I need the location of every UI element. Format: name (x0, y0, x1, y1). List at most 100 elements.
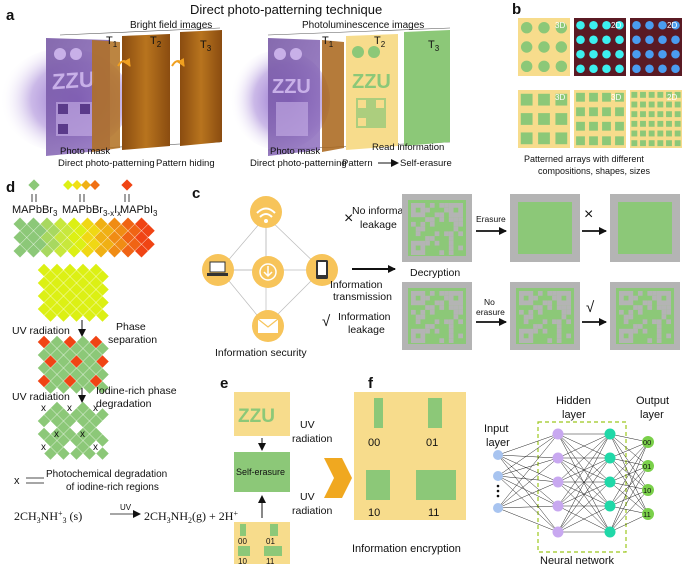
pattern-dot (555, 41, 568, 53)
qr-module (566, 309, 571, 315)
pattern-dot (671, 35, 680, 45)
qr-module (542, 300, 548, 306)
qr-module (434, 328, 440, 334)
qr-module (448, 305, 454, 310)
qr-module (656, 338, 662, 343)
pattern-square (640, 91, 646, 98)
qr-module (420, 309, 426, 315)
qr-module (415, 319, 421, 325)
panel-a-title: Direct photo-patterning technique (190, 2, 382, 17)
pattern-square (666, 130, 672, 137)
pattern-square (615, 92, 624, 102)
t2-right: T2 (374, 35, 386, 49)
qr-module (425, 236, 430, 241)
photochem-label-2: of iodine-rich regions (66, 482, 159, 493)
nn-edge (497, 475, 559, 507)
pattern-dot (658, 49, 667, 59)
qr-module (661, 305, 667, 310)
hidden-node (604, 428, 616, 440)
pattern-square (640, 140, 646, 147)
nn-edge (557, 433, 611, 507)
qr-module (533, 305, 538, 310)
laptop-icon (209, 261, 226, 273)
pattern-square (657, 140, 664, 147)
dimension-tag: 3D (555, 93, 565, 102)
lattice-diamond (141, 224, 155, 238)
pattern-square (555, 132, 568, 145)
nn-edge (609, 513, 649, 533)
information-security-label: Information security (215, 347, 307, 359)
lattice-diamond (96, 447, 109, 460)
qr-module (519, 309, 524, 315)
panel-b-caption-1: Patterned arrays with different (524, 154, 644, 164)
qr-module (439, 291, 445, 296)
qr-module (656, 328, 662, 334)
qr-module (434, 231, 440, 237)
mask-qr (276, 102, 308, 136)
pattern-dot (632, 64, 641, 74)
qr-module (523, 319, 529, 325)
qr-module (420, 226, 426, 232)
pattern-dot (658, 35, 667, 45)
nn-edge (609, 441, 649, 533)
code-bar-00 (374, 398, 383, 428)
nn-edge (609, 505, 649, 515)
pattern-square (648, 120, 655, 127)
qr-module (458, 221, 463, 227)
pattern-square (538, 113, 550, 125)
pattern-dot (671, 49, 680, 59)
mask-dot (54, 48, 66, 60)
pattern-dot (555, 60, 568, 73)
qr-module (425, 295, 430, 301)
x-legend: x (14, 475, 20, 487)
qr-module (637, 309, 643, 315)
t2-left: T2 (150, 35, 162, 49)
pattern-square (657, 101, 664, 108)
self-erasure-text: Self-erasure (236, 467, 285, 477)
pattern-square (615, 107, 624, 117)
code-bar (270, 524, 278, 536)
qr-module (533, 295, 538, 301)
pattern-dot (671, 20, 680, 30)
pattern-dot (602, 64, 611, 74)
qr-finder-center (415, 207, 421, 213)
pattern-square (657, 111, 664, 118)
qr-module (434, 319, 440, 325)
panel-b-caption-2: compositions, shapes, sizes (538, 166, 651, 176)
qr-module (425, 240, 430, 246)
qr-module (556, 324, 562, 329)
mixed-diamond (90, 180, 100, 190)
nn-edge (609, 465, 649, 533)
pattern-dot (671, 64, 680, 74)
qr-module (642, 328, 648, 334)
mixed-diamond (63, 180, 73, 190)
qr-module (561, 309, 567, 315)
pattern-square (631, 120, 638, 127)
qr-module (552, 291, 557, 296)
pattern-dot (589, 49, 598, 59)
nn-edge (609, 433, 649, 443)
code-block-10 (366, 470, 390, 500)
qr-module (652, 291, 657, 296)
iodine-label-1: Iodine-rich phase (96, 385, 177, 397)
pattern-square (602, 136, 611, 146)
pattern-dot (589, 64, 598, 74)
qr-module (444, 319, 449, 325)
degraded-site-x: x (41, 442, 46, 453)
pattern-square (657, 130, 664, 137)
diamond-mixed-row (63, 180, 100, 190)
qr-module (547, 300, 553, 306)
hidden-node (552, 476, 564, 488)
pattern-square (648, 130, 655, 137)
pattern-dot (615, 35, 624, 45)
qr-module (523, 314, 529, 320)
degraded-site-x: x (41, 403, 46, 414)
pattern-dot (645, 49, 654, 59)
input-node (493, 503, 503, 513)
pl-qr (358, 100, 366, 108)
arrow-pairs (31, 194, 130, 202)
qr-finder-center (661, 295, 667, 301)
nn-edge (557, 481, 611, 533)
